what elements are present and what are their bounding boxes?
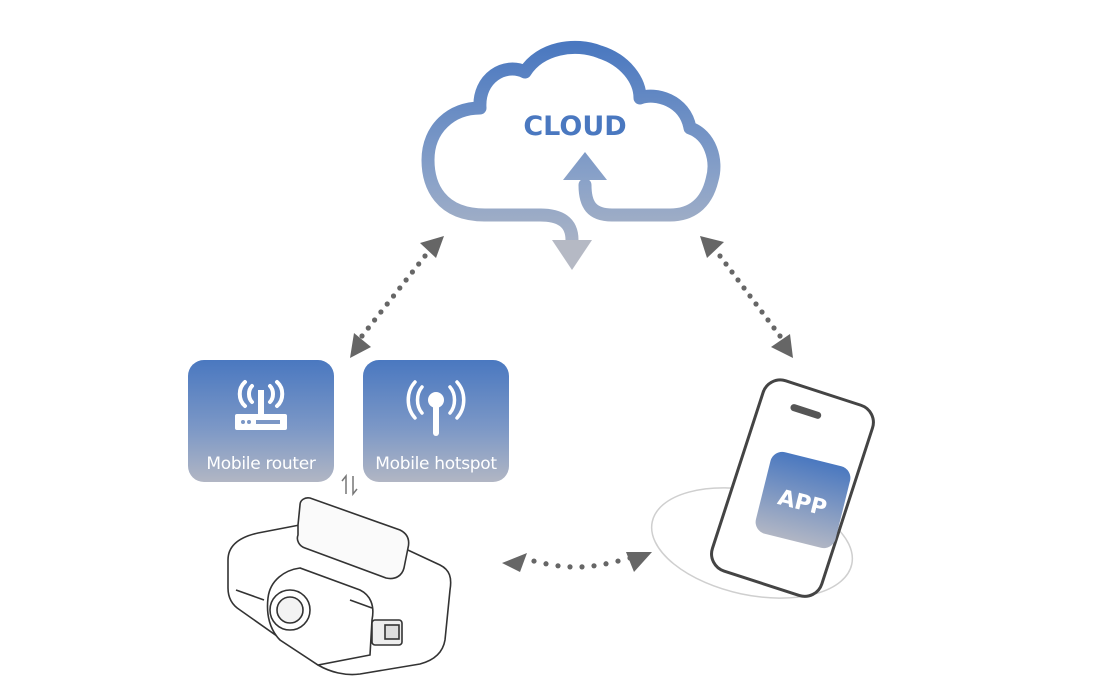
tile-mobile-hotspot: Mobile hotspot bbox=[363, 360, 509, 482]
connector-dot bbox=[591, 563, 597, 569]
connector-dot bbox=[753, 301, 759, 307]
connector-dot bbox=[603, 561, 609, 567]
connector-dot bbox=[359, 333, 365, 339]
antenna-icon bbox=[406, 380, 466, 436]
connector-dot bbox=[717, 253, 723, 259]
connector-dot bbox=[365, 325, 371, 331]
connector-dot bbox=[519, 555, 525, 561]
connector-dot bbox=[372, 317, 378, 323]
connector-dot bbox=[759, 309, 765, 315]
connector-dot bbox=[390, 293, 397, 299]
dashcam-icon bbox=[227, 497, 452, 676]
connector-dot bbox=[416, 261, 422, 267]
connector-dot bbox=[777, 333, 783, 339]
connector-dot bbox=[378, 309, 384, 315]
connector-dot bbox=[422, 253, 428, 259]
tile-label: Mobile router bbox=[206, 454, 316, 474]
connector-dot bbox=[729, 269, 735, 275]
connector-dot bbox=[567, 564, 573, 570]
router-icon bbox=[235, 380, 287, 430]
connector-dot bbox=[579, 564, 585, 570]
connector-dot bbox=[531, 558, 537, 564]
connector-dot bbox=[409, 269, 415, 275]
cloud-label: CLOUD bbox=[523, 111, 626, 142]
connector-dot bbox=[741, 285, 747, 291]
download-arrow-icon bbox=[552, 240, 592, 270]
smartphone-icon: APP bbox=[650, 378, 875, 599]
connector-device-app bbox=[502, 552, 652, 572]
connector-dot bbox=[543, 561, 549, 567]
upload-arrow-icon bbox=[563, 152, 607, 180]
connector-dot bbox=[735, 277, 741, 283]
connector-dot bbox=[615, 558, 621, 564]
connector-cloud-network bbox=[350, 236, 444, 358]
connector-dot bbox=[627, 555, 633, 561]
connector-dot bbox=[403, 277, 409, 283]
connector-dot bbox=[555, 563, 561, 569]
connector-dot bbox=[771, 325, 777, 331]
connector-dot bbox=[384, 301, 390, 307]
tile-mobile-router: Mobile router bbox=[188, 360, 334, 482]
cloud-icon: CLOUD bbox=[421, 40, 721, 270]
connector-dot bbox=[747, 293, 753, 299]
connector-dot bbox=[723, 261, 729, 267]
connector-network-device bbox=[341, 473, 358, 497]
tile-label: Mobile hotspot bbox=[375, 454, 497, 474]
connector-cloud-app bbox=[700, 236, 793, 358]
connector-dot bbox=[397, 285, 403, 291]
connector-dot bbox=[765, 317, 771, 323]
app-tile: APP bbox=[755, 451, 851, 549]
